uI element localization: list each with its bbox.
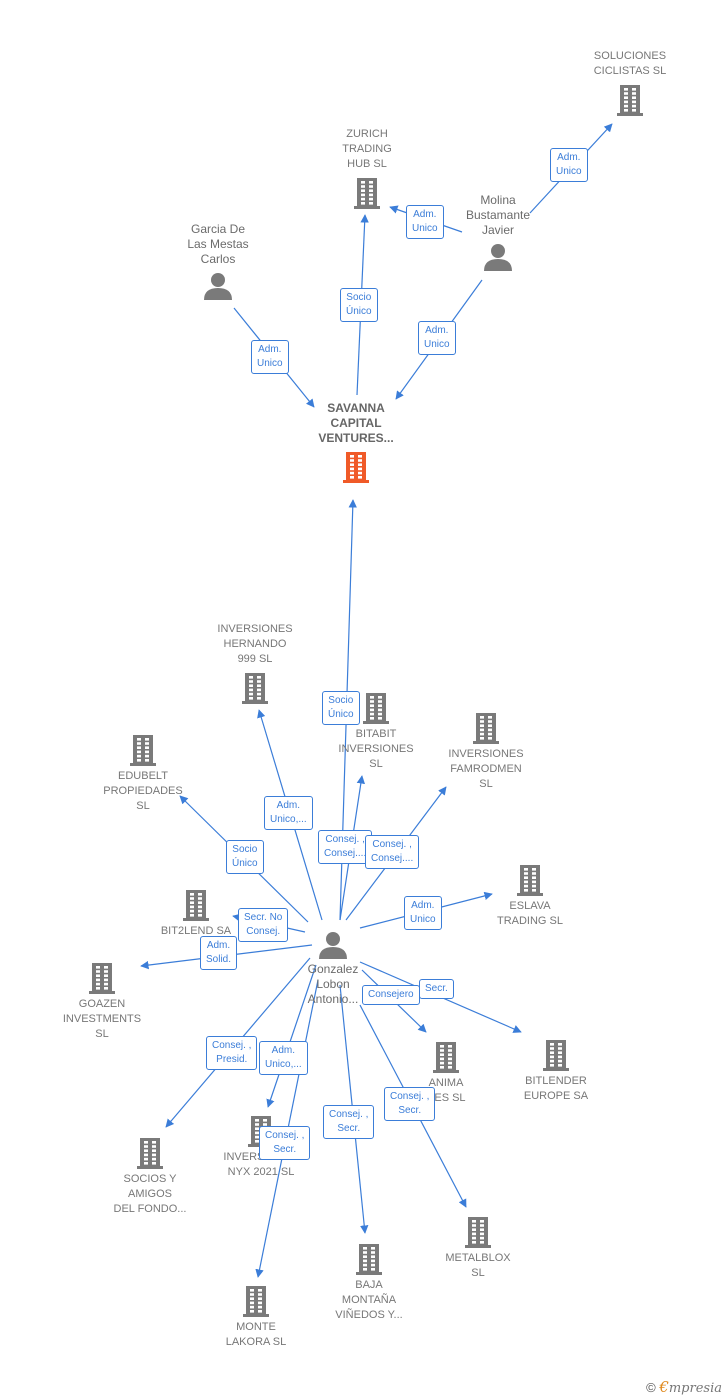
node-label: GOAZEN INVESTMENTS SL: [62, 998, 142, 1040]
node-icon: [242, 1284, 270, 1323]
node-icon: [241, 671, 269, 710]
brand-logo-text: mpresia: [668, 1381, 722, 1396]
building-icon: [473, 713, 499, 744]
node-icon: [182, 888, 210, 927]
copyright-symbol: ©: [646, 1380, 656, 1395]
node-icon: [136, 1136, 164, 1175]
building-icon: [243, 1286, 269, 1317]
node-icon: [464, 1215, 492, 1254]
edge-role-label[interactable]: Adm. Unico,...: [259, 1041, 308, 1075]
node-icon: [483, 242, 513, 277]
building-icon: [137, 1138, 163, 1169]
building-icon: [543, 1040, 569, 1071]
edge-role-label[interactable]: Consejero: [362, 985, 420, 1005]
node-label: BITLENDER EUROPE SA: [523, 1075, 589, 1102]
node-label: INVERSIONES FAMRODMEN SL: [448, 748, 524, 790]
node-label: MONTE LAKORA SL: [225, 1321, 287, 1348]
edge-role-label[interactable]: Consej. , Secr.: [384, 1087, 436, 1121]
node-label: Garcia De Las Mestas Carlos: [187, 222, 249, 266]
node-label: SOCIOS Y AMIGOS DEL FONDO...: [113, 1173, 187, 1215]
node-label: INVERSIONES HERNANDO 999 SL: [217, 623, 293, 665]
brand-watermark: © €mpresia: [646, 1378, 722, 1396]
node-icon: [353, 176, 381, 215]
edge-role-label[interactable]: Socio Único: [322, 691, 360, 725]
node-label: SAVANNA CAPITAL VENTURES...: [318, 401, 394, 445]
edge-role-label[interactable]: Secr.: [419, 979, 454, 999]
node-label: BAJA MONTAÑA VIÑEDOS Y...: [335, 1279, 403, 1321]
person-icon: [319, 932, 347, 959]
node-icon: [472, 711, 500, 750]
node-icon: [203, 271, 233, 306]
edge-role-label[interactable]: Adm. Unico: [251, 340, 289, 374]
building-icon: [183, 890, 209, 921]
building-icon: [517, 865, 543, 896]
node-label: METALBLOX SL: [445, 1252, 511, 1279]
building-icon: [465, 1217, 491, 1248]
node-icon: [318, 930, 348, 965]
edge-role-label[interactable]: Adm. Solid.: [200, 936, 238, 970]
edge-role-label[interactable]: Consej. , Secr.: [323, 1105, 375, 1139]
edge-role-label[interactable]: Adm. Unico: [418, 321, 456, 355]
node-icon: [88, 961, 116, 1000]
building-icon: [343, 452, 369, 483]
building-icon: [617, 85, 643, 116]
node-icon: [129, 733, 157, 772]
node-icon: [616, 83, 644, 122]
edge-role-label[interactable]: Consej. , Secr.: [259, 1126, 311, 1160]
node-icon: [516, 863, 544, 902]
node-icon: [342, 450, 370, 489]
building-icon: [242, 673, 268, 704]
node-label: SOLUCIONES CICLISTAS SL: [593, 50, 667, 77]
node-label: ESLAVA TRADING SL: [496, 900, 563, 927]
node-label: Gonzalez Lobon Antonio...: [307, 962, 359, 1006]
edge-role-label[interactable]: Socio Único: [226, 840, 264, 874]
person-icon: [484, 244, 512, 271]
edge-role-label[interactable]: Adm. Unico,...: [264, 796, 313, 830]
edge-role-label[interactable]: Secr. No Consej.: [238, 908, 289, 942]
brand-logo-e: €: [659, 1378, 669, 1396]
node-label: EDUBELT PROPIEDADES SL: [103, 770, 183, 812]
node-icon: [542, 1038, 570, 1077]
building-icon: [130, 735, 156, 766]
node-icon: [362, 691, 390, 730]
node-icon: [432, 1040, 460, 1079]
node-icon: [355, 1242, 383, 1281]
node-label: BITABIT INVERSIONES SL: [338, 728, 414, 770]
building-icon: [433, 1042, 459, 1073]
building-icon: [356, 1244, 382, 1275]
node-label: Molina Bustamante Javier: [465, 193, 531, 237]
node-label: ZURICH TRADING HUB SL: [342, 128, 392, 170]
edge-role-label[interactable]: Consej. , Presid.: [206, 1036, 258, 1070]
person-icon: [204, 273, 232, 300]
edge-role-label[interactable]: Socio Único: [340, 288, 378, 322]
edge-gonzalez-to-nyx: [266, 964, 317, 1108]
node-label: BIT2LEND SA: [160, 925, 232, 937]
edge-role-label[interactable]: Adm. Unico: [404, 896, 442, 930]
building-icon: [363, 693, 389, 724]
edge-role-label[interactable]: Consej. , Consej....: [365, 835, 420, 869]
edge-role-label[interactable]: Adm. Unico: [550, 148, 588, 182]
edge-role-label[interactable]: Adm. Unico: [406, 205, 444, 239]
edge-role-label[interactable]: Consej. , Consej....: [318, 830, 373, 864]
building-icon: [354, 178, 380, 209]
building-icon: [89, 963, 115, 994]
